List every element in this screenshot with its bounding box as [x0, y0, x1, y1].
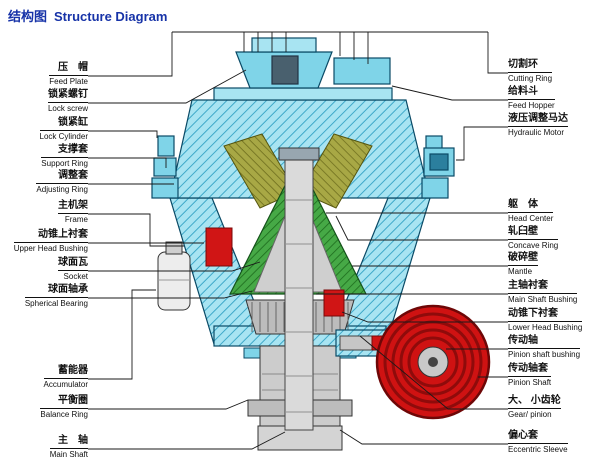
label-zh: 动锥下衬套: [508, 308, 583, 322]
label-zh: 球面轴承: [24, 284, 88, 298]
label-en: Hydraulic Motor: [508, 128, 565, 137]
label-zh: 躯 体: [508, 199, 554, 213]
label-en: Feed Hopper: [508, 101, 555, 110]
label-zh: 主轴衬套: [508, 280, 578, 294]
label-en: Upper Head Bushing: [13, 244, 88, 253]
label-zh: 给料斗: [508, 86, 555, 100]
label-en: Socket: [63, 272, 88, 281]
label-en: Frame: [64, 215, 88, 224]
label-zh: 蓄能器: [43, 365, 88, 379]
label-zh: 主 轴: [49, 435, 88, 449]
label-zh: 切割环: [508, 59, 553, 73]
label-zh: 传动轴: [508, 335, 581, 349]
label-en: Accumulator: [43, 380, 88, 389]
label-en: Spherical Bearing: [24, 299, 88, 308]
label-zh: 传动轴套: [508, 363, 552, 377]
label-en: Adjusting Ring: [36, 185, 88, 194]
label-en: Mantle: [508, 267, 533, 276]
label-zh: 平衡圈: [40, 395, 88, 409]
label-zh: 锁紧缸: [39, 117, 88, 131]
label-zh: 动锥上衬套: [13, 229, 88, 243]
label-en: Eccentric Sleeve: [508, 445, 568, 454]
leader-lines: [88, 31, 508, 450]
label-en: Cutting Ring: [508, 74, 553, 83]
label-en: Head Center: [508, 214, 554, 223]
label-zh: 锁紧螺钉: [47, 89, 88, 103]
label-en: Balance Ring: [40, 410, 88, 419]
label-zh: 轧臼壁: [508, 226, 559, 240]
label-en: Lock screw: [47, 104, 88, 113]
pulley: [375, 304, 491, 420]
label-zh: 大、 小齿轮: [508, 395, 561, 409]
label-en: Support Ring: [41, 159, 88, 168]
label-zh: 偏心套: [508, 430, 568, 444]
accumulator: [157, 241, 191, 311]
label-en: Lock Cylinder: [39, 132, 88, 141]
label-zh: 球面瓦: [58, 257, 88, 271]
label-zh: 调整套: [36, 170, 88, 184]
page-title: 结构图 Structure Diagram: [8, 6, 167, 25]
hydraulic-motor: [423, 147, 455, 177]
label-en: Concave Ring: [508, 241, 559, 250]
label-en: Feed Plate: [49, 77, 88, 86]
label-zh: 主机架: [58, 200, 88, 214]
label-en: Pinion Shaft: [508, 378, 552, 387]
label-en: Main Shaft: [49, 450, 88, 459]
main-shaft: [278, 147, 320, 431]
feed-hopper: [213, 37, 393, 101]
label-en: Lower Head Bushing: [508, 323, 583, 332]
label-en: Main Shaft Bushing: [508, 295, 578, 304]
title-zh: 结构图: [8, 9, 48, 24]
title-en: Structure Diagram: [54, 9, 168, 24]
label-en: Pinion shaft bushing: [508, 350, 581, 359]
label-en: Gear/ pinion: [508, 410, 552, 419]
label-zh: 破碎壁: [508, 252, 538, 266]
label-zh: 压 帽: [49, 62, 88, 76]
label-zh: 液压调整马达: [508, 113, 568, 127]
label-zh: 支撑套: [41, 144, 88, 158]
